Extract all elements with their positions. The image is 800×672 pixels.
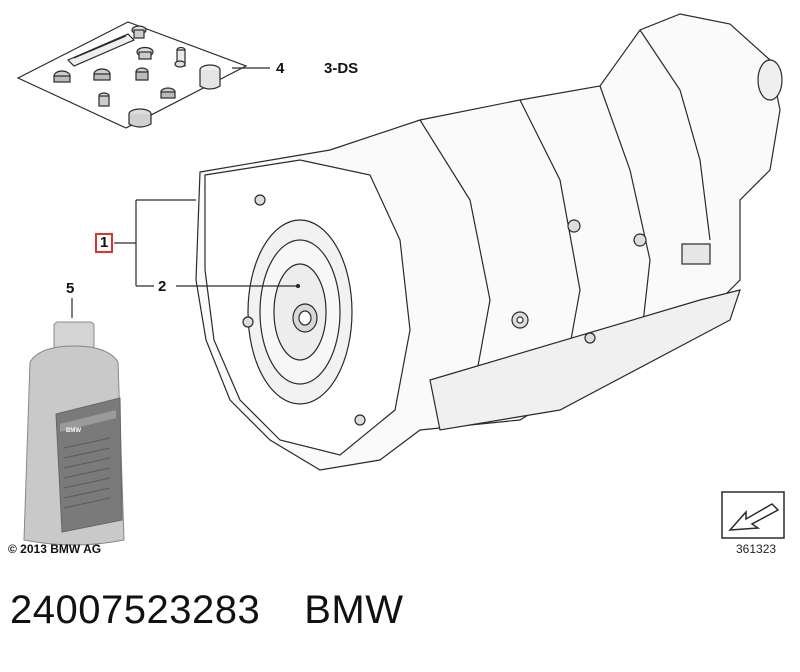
part-number: 24007523283 [10,588,261,632]
callout-4-bolt-kit[interactable]: 4 [276,60,285,77]
brand-name: BMW [304,588,404,632]
copyright-text: © 2013 BMW AG [8,542,102,556]
callout-lines [71,199,301,318]
variant-label: 3-DS [324,60,359,77]
transmission-housing[interactable] [195,13,783,471]
callout-5-fluid-bottle[interactable]: 5 [66,280,75,297]
fluid-bottle[interactable] [23,321,125,546]
part-caption: 24007523283 BMW [10,588,403,633]
diagram-number: 361323 [736,542,777,556]
bolt-kit-tray[interactable] [16,21,248,129]
bottle-brand-text: BMW [66,428,81,434]
callout-2-torque-converter[interactable]: 2 [158,278,167,295]
callout-1-assembly[interactable]: 1 [95,233,114,253]
bolt-kit-parts [53,25,221,128]
torque-converter[interactable] [247,219,353,405]
orientation-arrow-icon [721,491,785,539]
